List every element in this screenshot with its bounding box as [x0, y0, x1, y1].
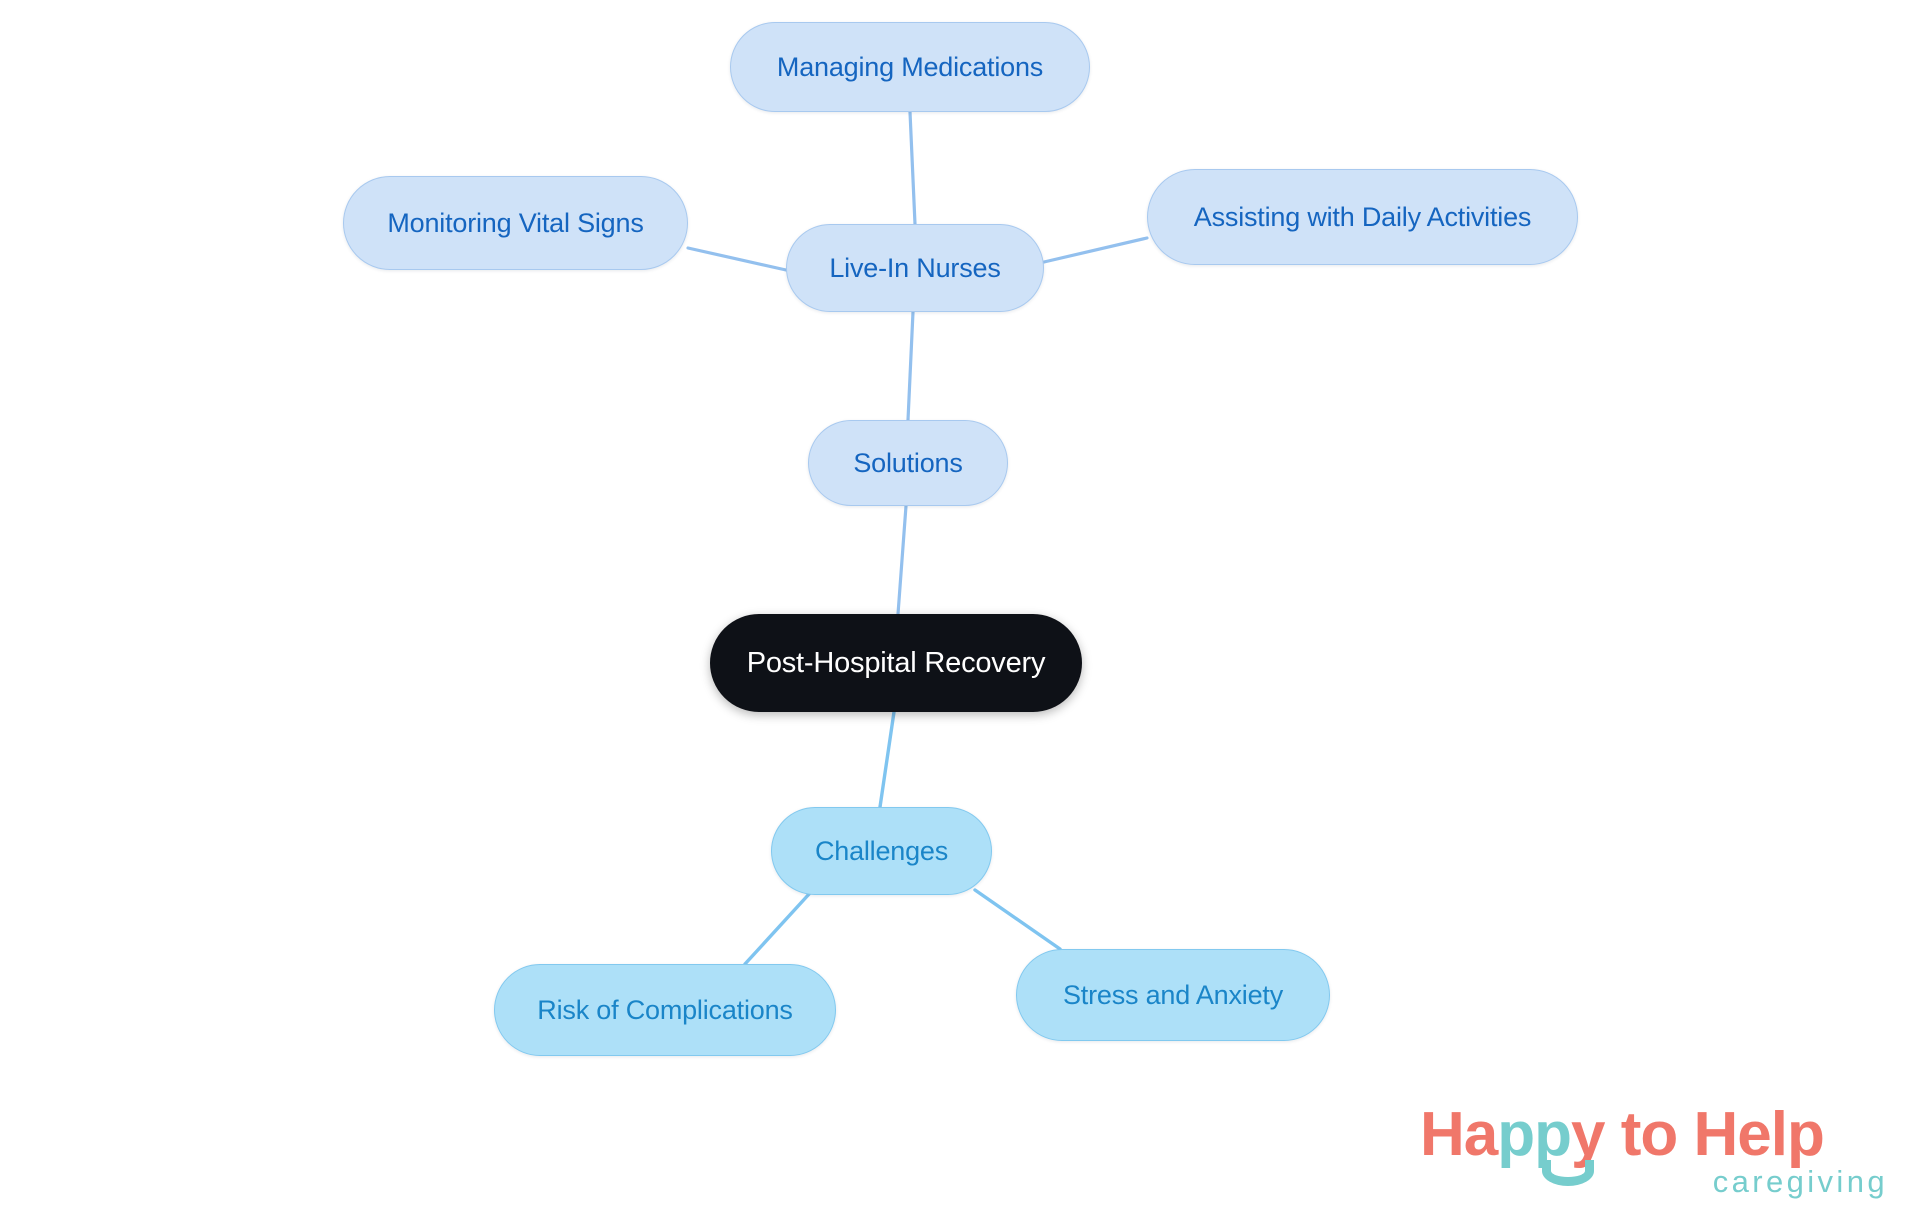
edge-root-solutions — [896, 504, 908, 616]
node-label: Challenges — [814, 835, 949, 866]
node-label: Live-In Nurses — [829, 252, 1001, 283]
node-solutions[interactable]: Solutions — [808, 420, 1008, 506]
edge-live-in-nurses-managing-medications — [908, 110, 917, 226]
edge-challenges-risk-complications — [743, 891, 812, 966]
edge-challenges-stress-anxiety — [973, 888, 1062, 951]
edge-live-in-nurses-assisting-daily — [1042, 236, 1149, 264]
logo-text-to-help: to Help — [1604, 1100, 1825, 1169]
logo-tagline: caregiving — [1712, 1164, 1888, 1199]
node-managing-medications[interactable]: Managing Medications — [730, 22, 1090, 112]
happy-to-help-logo: Happy to Help caregiving — [1420, 1098, 1890, 1210]
node-challenges[interactable]: Challenges — [771, 807, 992, 895]
node-post-hospital-recovery[interactable]: Post-Hospital Recovery — [710, 614, 1082, 712]
edge-root-challenges — [878, 710, 896, 809]
edge-solutions-live-in-nurses — [906, 310, 915, 422]
logo-text-ha: Ha — [1420, 1100, 1498, 1169]
node-stress-and-anxiety[interactable]: Stress and Anxiety — [1016, 949, 1330, 1041]
node-label: Stress and Anxiety — [1062, 979, 1284, 1010]
logo-text-pp: pp — [1497, 1100, 1572, 1169]
node-label: Risk of Complications — [537, 994, 793, 1025]
node-assisting-with-daily-activities[interactable]: Assisting with Daily Activities — [1147, 169, 1578, 265]
node-live-in-nurses[interactable]: Live-In Nurses — [786, 224, 1044, 312]
node-label: Monitoring Vital Signs — [387, 207, 644, 238]
node-label: Post-Hospital Recovery — [746, 646, 1046, 679]
node-risk-of-complications[interactable]: Risk of Complications — [494, 964, 836, 1056]
logo-wordmark: Happy to Help — [1420, 1098, 1825, 1172]
node-monitoring-vital-signs[interactable]: Monitoring Vital Signs — [343, 176, 688, 270]
node-label: Solutions — [853, 447, 963, 478]
logo-text-y: y — [1571, 1100, 1605, 1169]
node-label: Assisting with Daily Activities — [1193, 201, 1532, 232]
logo-smile-icon — [1542, 1160, 1594, 1186]
edge-live-in-nurses-monitoring-vital-signs — [686, 246, 788, 272]
node-label: Managing Medications — [776, 51, 1044, 82]
